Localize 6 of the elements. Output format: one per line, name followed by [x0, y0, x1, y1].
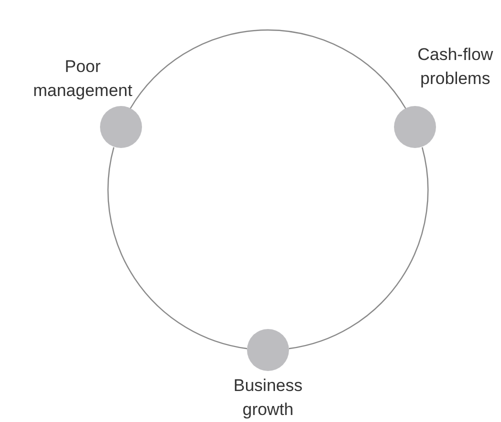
node-label: Poor management [32, 56, 133, 102]
node-label: Cash-flow problems [416, 44, 494, 90]
connector-arc [108, 147, 248, 350]
node-label: Business growth [232, 375, 304, 421]
connector-arc [288, 147, 428, 350]
connector-arc [130, 30, 406, 110]
